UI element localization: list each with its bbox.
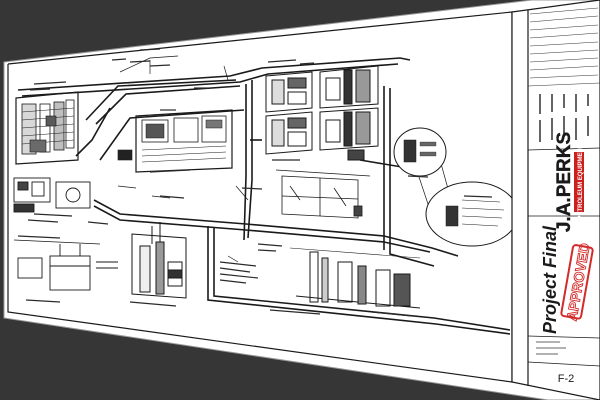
electrical-panel-group [15, 91, 79, 165]
pump-controller-boxes [13, 177, 91, 213]
sheet-number: F-2 [558, 373, 575, 385]
conduit-routes [17, 57, 511, 335]
drawing-paper [3, 0, 600, 400]
dispenser-equipment-upper [265, 65, 379, 113]
project-status-label: Project Final [540, 225, 560, 334]
dispenser-island-elevation [289, 247, 421, 309]
company-logo-name: J.A.PERKS [554, 132, 575, 232]
title-block [511, 0, 600, 400]
detail-callout-circles [393, 127, 519, 247]
site-plan-detail [275, 169, 371, 219]
storage-tank-detail [17, 244, 118, 291]
control-panel-center [117, 109, 233, 173]
annotation-text-blocks [17, 48, 493, 317]
sump-elevation-detail [131, 222, 187, 299]
dispenser-equipment-lower [265, 107, 379, 161]
company-logo: J.A.PERKS PETROLEUM EQUIPMENT [554, 132, 584, 232]
company-logo-tagline: PETROLEUM EQUIPMENT [578, 144, 584, 219]
